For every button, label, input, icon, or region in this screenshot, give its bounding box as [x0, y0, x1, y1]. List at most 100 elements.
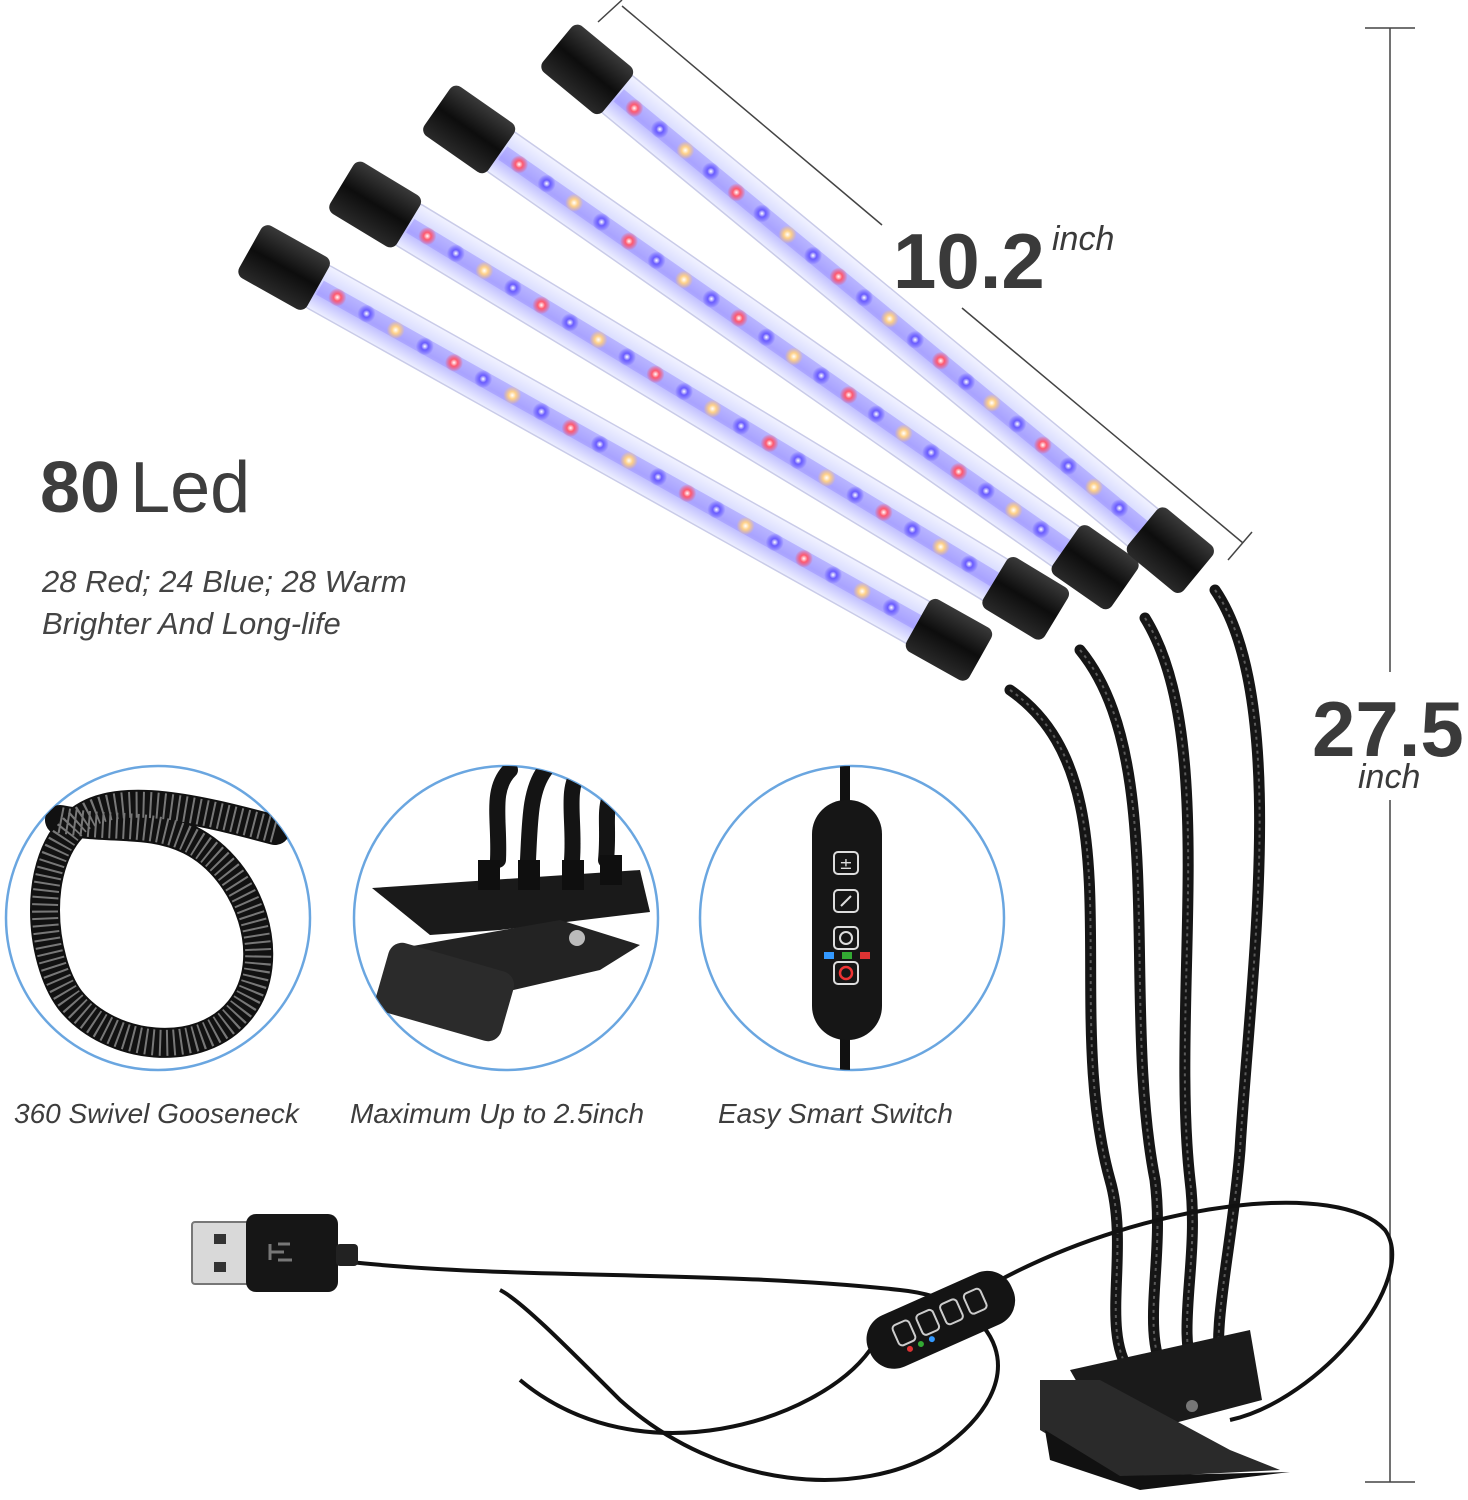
led-dot [957, 372, 976, 391]
led-dot [707, 500, 726, 519]
remote-switch-icon: ± [812, 766, 882, 1070]
led-dot [703, 399, 722, 418]
led-dot [1004, 501, 1023, 520]
led-dot [1059, 457, 1078, 476]
led-dot [589, 330, 608, 349]
led-dot [853, 582, 872, 601]
led-dot [386, 320, 405, 339]
led-dot [757, 328, 776, 347]
led-dot [444, 353, 463, 372]
led-count-value: 80 [40, 448, 121, 528]
led-dot [650, 120, 669, 139]
led-dot [874, 503, 893, 522]
led-dot [778, 225, 797, 244]
led-dot [446, 244, 465, 263]
led-dot [789, 451, 808, 470]
led-dot [855, 288, 874, 307]
led-dot [760, 434, 779, 453]
led-dot [625, 99, 644, 118]
led-dot [561, 418, 580, 437]
led-dot [357, 304, 376, 323]
led-dot [882, 598, 901, 617]
led-dot [1008, 414, 1027, 433]
height-unit: inch [1358, 758, 1421, 796]
led-dot [1033, 436, 1052, 455]
led-tube [423, 85, 1139, 610]
tube-end-cap [329, 161, 422, 248]
led-dot [532, 402, 551, 421]
led-dot [824, 565, 843, 584]
tube-joint-cap [905, 598, 993, 681]
led-dot [804, 246, 823, 265]
feature-switch-circle: ± [698, 764, 1006, 1072]
led-dot [647, 251, 666, 270]
led-dot [537, 174, 556, 193]
inline-controller-icon [866, 1270, 1016, 1369]
led-dot [415, 337, 434, 356]
led-dot [649, 467, 668, 486]
tube-length-dimension-line [597, 0, 1253, 561]
led-dot [846, 486, 865, 505]
led-dot [903, 520, 922, 539]
caption-gooseneck: 360 Swivel Gooseneck [14, 1098, 299, 1129]
gooseneck-coil-icon [30, 789, 290, 1058]
tube-joint-cap [1126, 507, 1214, 593]
led-dot [829, 267, 848, 286]
led-dot [765, 533, 784, 552]
clip-clamp-icon [372, 766, 650, 1042]
led-benefit-text: Brighter And Long-life [42, 606, 341, 641]
usb-plug-icon [191, 1214, 358, 1292]
tube-end-cap [541, 24, 634, 115]
led-dot [922, 443, 941, 462]
caption-switch: Easy Smart Switch [718, 1098, 953, 1129]
tube-joint-cap [1051, 525, 1139, 610]
gooseneck-highlights [1009, 589, 1261, 1381]
led-dot [510, 155, 529, 174]
led-dot [894, 424, 913, 443]
led-dot [729, 309, 748, 328]
led-dot [812, 366, 831, 385]
led-dot [565, 193, 584, 212]
led-dot [678, 484, 697, 503]
led-dot [1110, 499, 1129, 518]
goosenecks [1004, 584, 1266, 1386]
led-dot [982, 393, 1001, 412]
led-color-breakdown: 28 Red; 24 Blue; 28 Warm [42, 564, 407, 599]
led-dot [931, 537, 950, 556]
led-tube [541, 24, 1214, 593]
feature-clip-circle [352, 764, 660, 1072]
led-dot [532, 296, 551, 315]
led-dot [977, 481, 996, 500]
led-dot [503, 278, 522, 297]
height-dimension-line [1365, 27, 1415, 1483]
tube-end-cap [238, 225, 330, 310]
led-dot [592, 213, 611, 232]
led-dot [676, 141, 695, 160]
led-tube [238, 225, 993, 681]
led-dot [817, 468, 836, 487]
height-value: 27.5 [1312, 685, 1464, 773]
caption-clip: Maximum Up to 2.5inch [350, 1098, 645, 1129]
led-dot [906, 330, 925, 349]
led-tube [329, 161, 1070, 640]
led-dot [503, 386, 522, 405]
led-dot [418, 227, 437, 246]
led-dot [619, 451, 638, 470]
led-dot [474, 369, 493, 388]
led-tubes [238, 24, 1214, 681]
led-dot [1084, 478, 1103, 497]
base-clip-icon [1040, 1330, 1290, 1490]
tube-length-value: 10.2 [893, 217, 1045, 305]
feature-gooseneck-circle [4, 764, 312, 1072]
led-dot [590, 435, 609, 454]
led-dot [646, 365, 665, 384]
led-dot [752, 204, 771, 223]
usb-cable [349, 1200, 1394, 1482]
led-dot [736, 516, 755, 535]
led-dot [617, 347, 636, 366]
led-dot [839, 385, 858, 404]
led-dot [931, 351, 950, 370]
led-dot [560, 313, 579, 332]
